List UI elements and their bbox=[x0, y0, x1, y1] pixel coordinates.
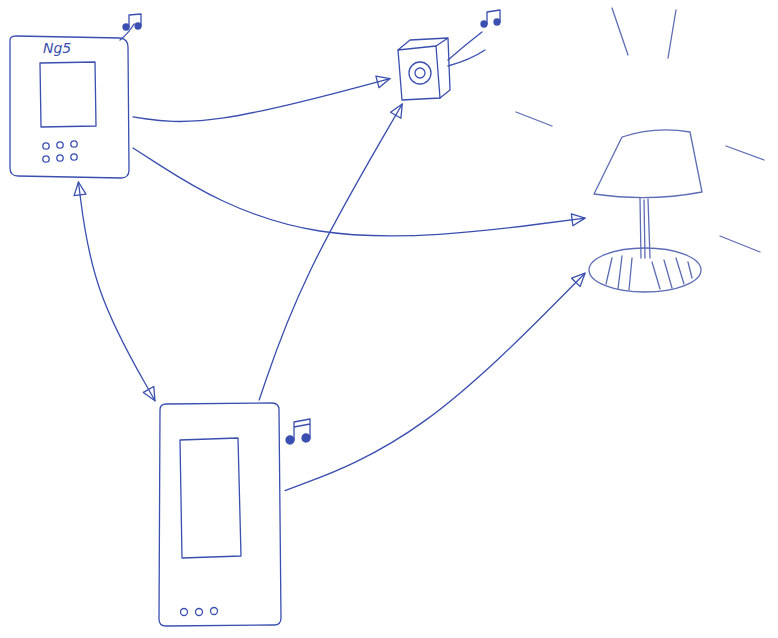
tablet-button bbox=[43, 143, 49, 149]
lamp-base bbox=[589, 248, 701, 292]
arrow-connector bbox=[259, 104, 402, 400]
arrow-connector bbox=[285, 273, 585, 490]
tablet-outline bbox=[10, 36, 129, 178]
speaker-cone bbox=[409, 62, 431, 84]
arrow-connector bbox=[133, 79, 390, 122]
tablet-button bbox=[71, 154, 77, 160]
speaker-device bbox=[390, 36, 454, 104]
lamp-shade bbox=[594, 130, 702, 198]
phone-device bbox=[155, 400, 285, 630]
music-note bbox=[481, 10, 500, 27]
sound-leader bbox=[120, 24, 134, 40]
phone-button bbox=[181, 609, 188, 616]
speaker-cone bbox=[415, 68, 425, 78]
tablet-button bbox=[43, 156, 49, 162]
phone-button bbox=[211, 608, 218, 615]
tablet-button bbox=[57, 142, 63, 148]
lamp-stem bbox=[640, 198, 650, 258]
lamp-device bbox=[585, 122, 710, 298]
music-note bbox=[123, 14, 141, 30]
device-label: Ng5 bbox=[43, 40, 71, 56]
lamp-drawing bbox=[516, 8, 764, 292]
lamp-hatching bbox=[606, 256, 692, 290]
phone-outline bbox=[159, 403, 281, 626]
tablet-device: Ng5 bbox=[5, 32, 133, 182]
speaker-side bbox=[398, 38, 450, 98]
sound-leader bbox=[448, 32, 485, 66]
tablet-button bbox=[71, 141, 77, 147]
speaker-front bbox=[398, 46, 440, 100]
tablet-screen bbox=[40, 62, 96, 127]
light-ray bbox=[516, 8, 764, 252]
arrow-connector bbox=[133, 148, 585, 236]
phone-screen bbox=[180, 438, 241, 558]
phone-button bbox=[196, 609, 203, 616]
music-note bbox=[286, 419, 310, 444]
tablet-button bbox=[57, 155, 63, 161]
arrow-connector bbox=[78, 182, 155, 401]
